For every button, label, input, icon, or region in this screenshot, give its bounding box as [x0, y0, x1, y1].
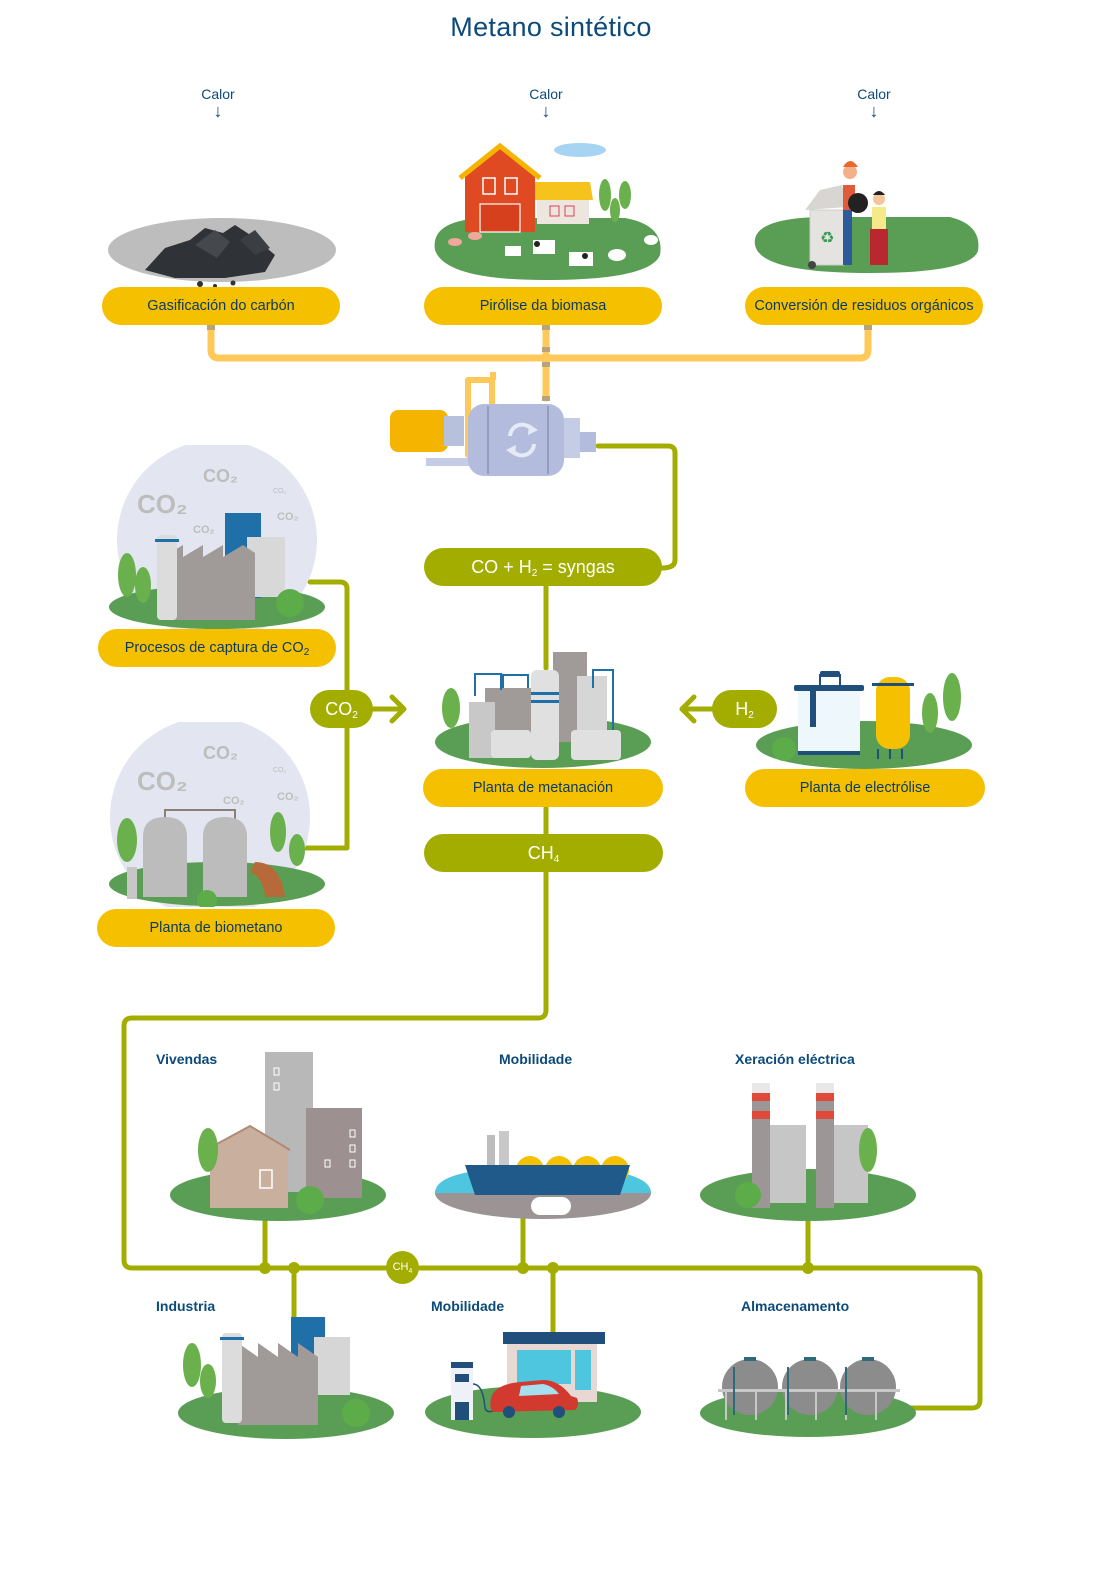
source-label: Pirólise da biomasa	[479, 298, 607, 314]
page-title: Metano sintético	[450, 12, 652, 43]
biomethane-label: Planta de biometano	[149, 920, 283, 936]
recycling-bin-icon: ♻	[754, 161, 979, 273]
svg-text:CO₂: CO₂	[273, 767, 287, 774]
co2-text: CO	[325, 699, 353, 719]
destination-label-housing: Vivendas	[156, 1051, 218, 1067]
electrolysis-plant-icon	[756, 671, 972, 769]
svg-text:CO₂: CO₂	[277, 791, 299, 803]
houses-icon	[170, 1052, 386, 1221]
syngas-label: CO + H2 = syngas	[424, 548, 662, 586]
heat-label-coal: Calor ↓	[178, 86, 258, 121]
destination-label-storage: Almacenamento	[741, 1298, 850, 1314]
biomethane-plant: Planta de biometano	[97, 909, 335, 947]
syngas-text: CO + H	[471, 557, 532, 577]
svg-text:CO₂: CO₂	[137, 489, 188, 519]
arrow-down-icon: ↓	[213, 101, 223, 121]
h2-subscript: 2	[748, 710, 754, 721]
gas-station-car-icon	[425, 1332, 641, 1438]
destination-label-power: Xeración eléctrica	[735, 1051, 855, 1067]
heat-text: Calor	[529, 86, 563, 102]
ch4-output-label: CH4	[424, 834, 663, 872]
ch4-node-text: CH	[392, 1261, 409, 1273]
heat-text: Calor	[857, 86, 891, 102]
methanation-label: Planta de metanación	[472, 780, 614, 796]
source-label: Conversión de residuos orgánicos	[754, 298, 974, 314]
biomethane-plant-icon: CO₂ CO₂ CO₂ CO₂ CO₂	[109, 722, 325, 907]
source-organic-waste: Conversión de residuos orgánicos	[745, 287, 983, 325]
co2-flow-label: CO2	[310, 690, 373, 728]
destination-label-mobility-car: Mobilidade	[431, 1298, 505, 1314]
co2-subscript: 2	[352, 710, 358, 721]
svg-text:CO₂: CO₂	[193, 524, 215, 536]
h2-flow-label: H2	[712, 690, 777, 728]
source-label: Gasificación do carbón	[147, 298, 295, 314]
green-pipe-network	[121, 443, 983, 1411]
source-biomass-pyrolysis: Pirólise da biomasa	[424, 287, 662, 325]
ch4-network-node: CH4	[386, 1251, 419, 1284]
syngas-text-suffix: = syngas	[537, 557, 615, 577]
storage-spheres-icon	[700, 1357, 916, 1437]
source-coal-gasification: Gasificación do carbón	[102, 287, 340, 325]
ch4-text: CH	[527, 843, 554, 863]
methanation-plant: Planta de metanación	[423, 769, 663, 807]
destination-label-industry: Industria	[156, 1298, 216, 1314]
svg-text:CO₂: CO₂	[277, 511, 299, 523]
svg-text:CO₂: CO₂	[203, 743, 238, 763]
co2-capture-processes: Procesos de captura de CO2	[98, 629, 336, 667]
coal-pile-icon	[108, 218, 336, 288]
gasifier-reactor-icon	[390, 372, 596, 476]
heat-label-waste: Calor ↓	[834, 86, 914, 121]
power-plant-icon	[700, 1083, 916, 1221]
heat-label-biomass: Calor ↓	[506, 86, 586, 121]
lng-ship-icon	[435, 1131, 651, 1219]
h2-text: H	[735, 699, 749, 719]
co2-factory-icon: CO₂ CO₂ CO₂ CO₂ CO₂	[109, 445, 325, 630]
industry-icon	[178, 1317, 394, 1439]
svg-text:CO₂: CO₂	[203, 466, 238, 486]
electrolysis-label: Planta de electrólise	[799, 780, 931, 796]
svg-text:CO₂: CO₂	[137, 766, 188, 796]
syngas-subscript: 2	[531, 568, 538, 579]
svg-text:CO₂: CO₂	[273, 488, 287, 495]
destination-label-mobility-ship: Mobilidade	[499, 1051, 573, 1067]
co2-capture-subscript: 2	[303, 647, 310, 658]
farm-barn-icon	[434, 142, 661, 280]
ch4-node-subscript: 4	[408, 1268, 413, 1276]
methanation-plant-icon	[435, 652, 651, 768]
heat-text: Calor	[201, 86, 235, 102]
electrolysis-plant: Planta de electrólise	[745, 769, 985, 807]
ch4-subscript: 4	[553, 854, 560, 865]
arrow-down-icon: ↓	[541, 101, 551, 121]
pipe-junctions	[259, 1262, 814, 1274]
arrow-down-icon: ↓	[869, 101, 879, 121]
svg-text:CO₂: CO₂	[223, 795, 245, 807]
svg-text:♻: ♻	[820, 228, 834, 247]
co2-capture-label: Procesos de captura de CO	[124, 640, 304, 656]
